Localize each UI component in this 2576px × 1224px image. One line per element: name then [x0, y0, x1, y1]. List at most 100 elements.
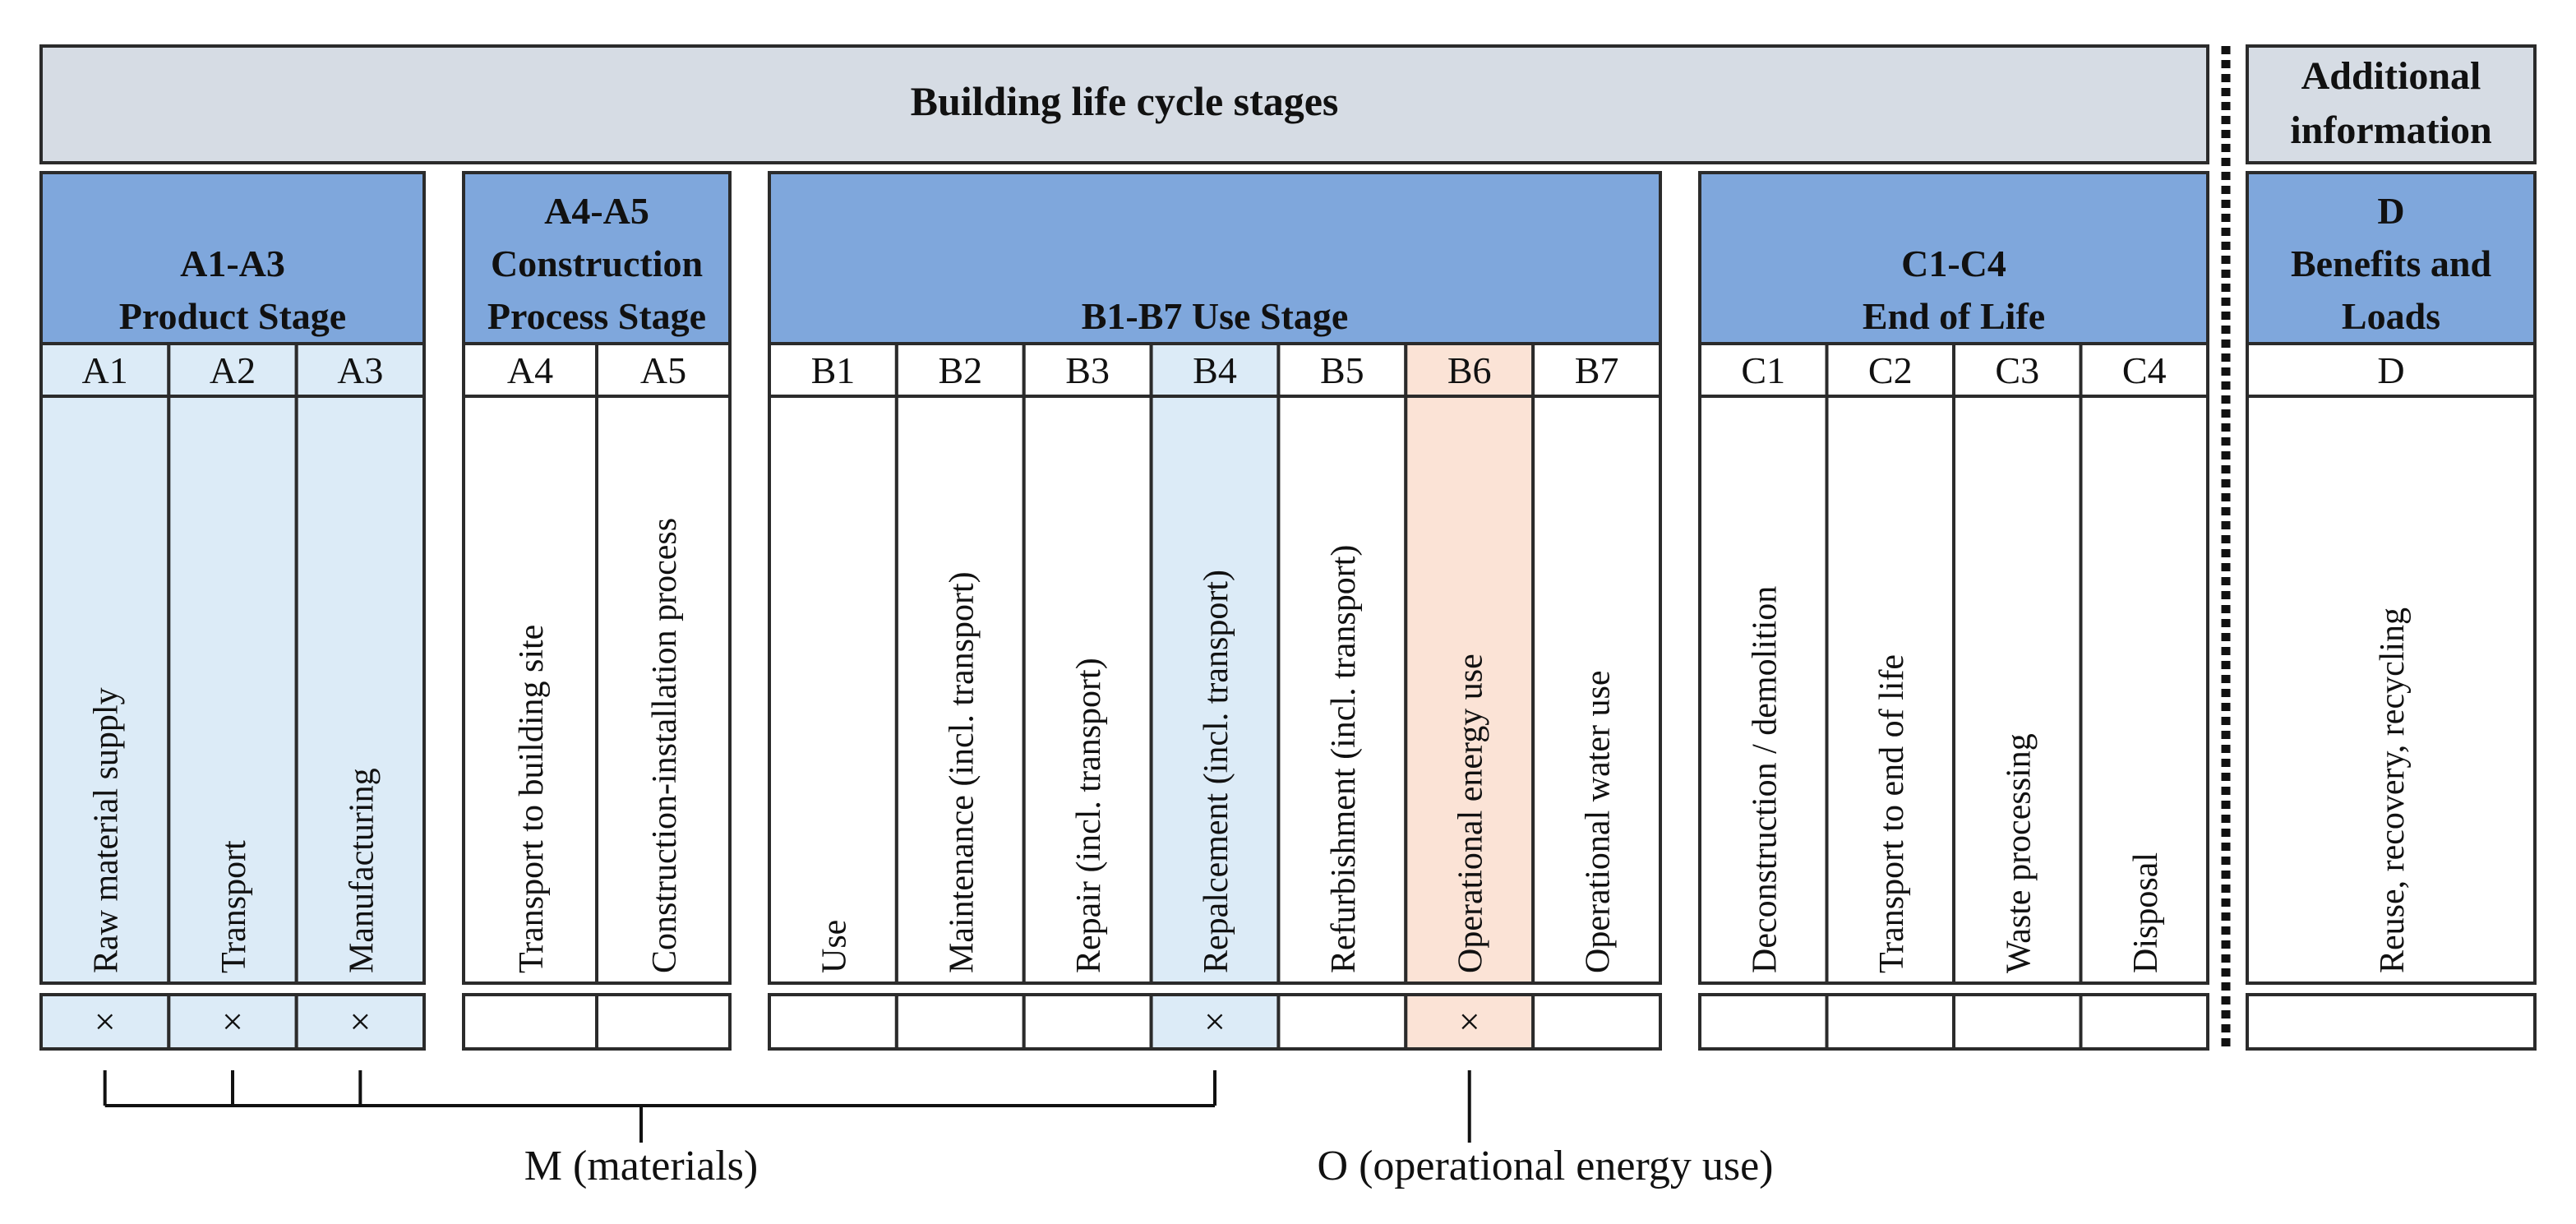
stage-title-line: A4-A5	[544, 190, 649, 232]
included-mark: ×	[1459, 1000, 1480, 1042]
module-label-cell	[294, 395, 426, 985]
stage-title-line: Process Stage	[487, 295, 706, 337]
module-code: B2	[938, 349, 982, 391]
module-code-cell	[1825, 342, 1955, 398]
stage-title-line: C1-C4	[1901, 242, 2006, 284]
stage-header-d	[2246, 171, 2537, 345]
module-code: B4	[1193, 349, 1237, 391]
module-mark-cell	[768, 993, 898, 1051]
included-mark: ×	[95, 1000, 116, 1042]
module-label-cell	[1022, 395, 1153, 985]
module-label-cell	[2079, 395, 2209, 985]
module-mark-cell	[167, 993, 298, 1051]
module-code-cell	[1404, 342, 1535, 398]
stage-header-b1-b7	[768, 171, 1662, 345]
module-label-cell	[894, 395, 1026, 985]
stage-title-line: B1-B7 Use Stage	[1082, 295, 1349, 337]
header-band	[39, 44, 2209, 164]
module-label: Refurbishment (incl. transport)	[1325, 545, 1363, 973]
module-mark-cell	[1404, 993, 1535, 1051]
included-mark: ×	[1204, 1000, 1226, 1042]
module-mark-cell	[595, 993, 732, 1051]
module-label: Transport to building site	[513, 625, 551, 973]
stage-header-a1-a3	[39, 171, 426, 345]
module-code-cell	[462, 342, 598, 398]
included-mark: ×	[349, 1000, 371, 1042]
additional-info-line-1: Additional	[2301, 54, 2481, 98]
module-label: Maintenance (incl. transport)	[943, 571, 981, 973]
module-label: Manufacturing	[343, 768, 381, 973]
module-code: A1	[82, 349, 128, 391]
stage-title-line: Construction	[491, 242, 703, 284]
module-code: B3	[1065, 349, 1110, 391]
module-label-cell	[768, 395, 898, 985]
module-label: Disposal	[2127, 852, 2165, 973]
module-code: C3	[1995, 349, 2039, 391]
module-code-cell	[294, 342, 426, 398]
module-label: Operational energy use	[1452, 654, 1490, 973]
module-d: D Reuse, recovery, recycling	[2246, 342, 2537, 1051]
module-mark-cell	[1698, 993, 1829, 1051]
stage-title-line: End of Life	[1863, 295, 2045, 337]
module-code-cell	[1276, 342, 1408, 398]
module-code: B5	[1320, 349, 1364, 391]
module-mark-cell	[462, 993, 598, 1051]
module-code: C4	[2122, 349, 2167, 391]
module-code-cell	[595, 342, 732, 398]
module-label-cell	[39, 395, 171, 985]
module-label-cell	[1952, 395, 2083, 985]
module-mark-cell	[2246, 993, 2537, 1051]
additional-info-box	[2246, 44, 2537, 164]
module-label: Repalcement (incl. transport)	[1198, 570, 1235, 973]
module-label: Use	[815, 920, 853, 973]
module-mark-cell	[2079, 993, 2209, 1051]
module-code: D	[2377, 349, 2404, 391]
module-code: A5	[640, 349, 686, 391]
materials-label: M (materials)	[524, 1143, 758, 1189]
module-mark-cell	[894, 993, 1026, 1051]
module-label: Reuse, recovery, recycling	[2374, 607, 2412, 973]
additional-info-line-2: information	[2290, 109, 2491, 152]
module-label: Raw material supply	[88, 687, 126, 973]
module-label: Transport to end of life	[1873, 654, 1911, 973]
module-code: A3	[337, 349, 383, 391]
module-label-cell	[2246, 395, 2537, 985]
included-mark: ×	[222, 1000, 243, 1042]
module-label: Transport	[215, 840, 253, 973]
stage-title-line: D	[2377, 190, 2404, 232]
module-code: C2	[1868, 349, 1913, 391]
module-code: B1	[811, 349, 856, 391]
module-label: Construction-installation process	[646, 518, 684, 973]
bracket-lines	[103, 1070, 1471, 1143]
header-title: Building life cycle stages	[911, 78, 1339, 124]
module-label: Repair (incl. transport)	[1070, 658, 1108, 973]
stage-title-line: A1-A3	[180, 242, 285, 284]
module-label-cell	[1698, 395, 1829, 985]
module-mark-cell	[294, 993, 426, 1051]
module-code: B7	[1575, 349, 1619, 391]
module-mark-cell	[1952, 993, 2083, 1051]
module-label-cell	[1149, 395, 1281, 985]
module-code: A2	[210, 349, 256, 391]
module-code-cell	[894, 342, 1026, 398]
module-label: Deconstruction / demolition	[1746, 586, 1784, 973]
